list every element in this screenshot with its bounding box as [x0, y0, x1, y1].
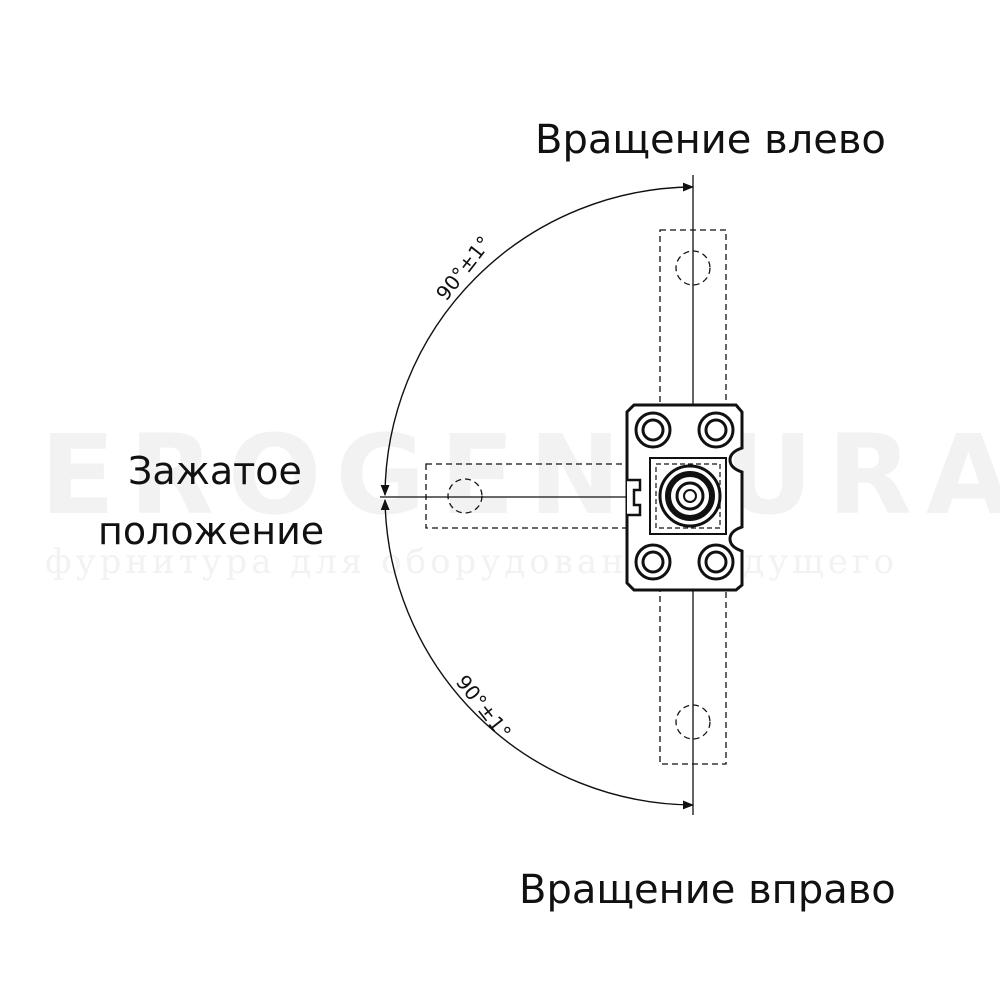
clamped-arm-phantom	[425, 463, 661, 529]
upper-arm-phantom	[659, 229, 727, 411]
lower-angle-label: 90°±1°	[451, 670, 516, 744]
rotate-left-label: Вращение влево	[535, 117, 886, 163]
upper-angle-arc	[380, 182, 695, 497]
spindle-housing	[649, 457, 727, 535]
clamped-label-line2: положение	[98, 509, 325, 553]
lower-angle-arc	[380, 498, 695, 810]
spindle	[658, 464, 722, 528]
clamped-label-line1: Зажатое	[128, 449, 302, 493]
clamp-base	[625, 403, 744, 592]
rotate-right-label: Вращение вправо	[519, 867, 896, 913]
mounting-holes	[634, 411, 735, 581]
